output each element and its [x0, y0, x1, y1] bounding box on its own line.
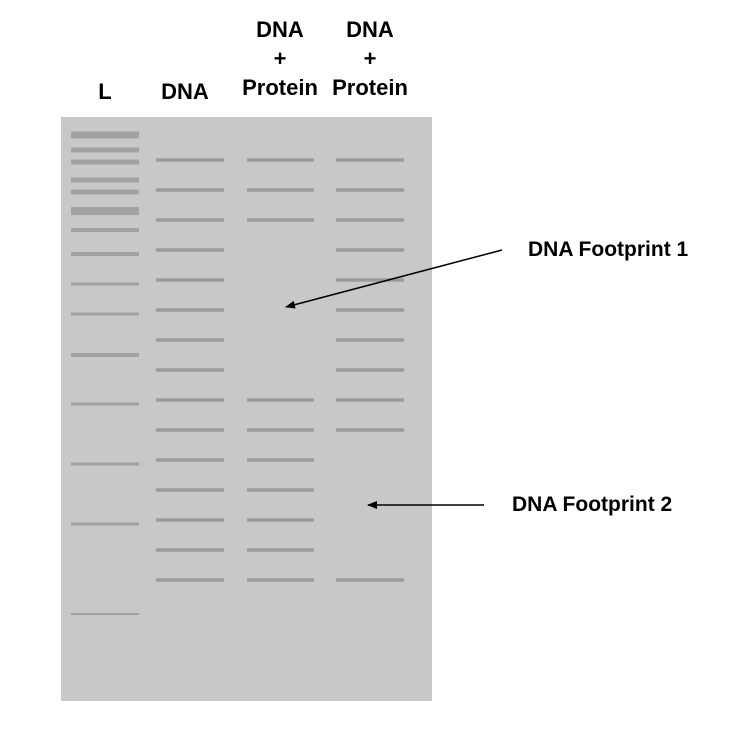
- footprint-1-arrow: [285, 249, 503, 309]
- band-dna-protein-1-13: [247, 518, 314, 522]
- band-dna-protein-2-3: [336, 218, 404, 222]
- band-dna-10: [156, 428, 224, 432]
- band-dna-protein-2-1: [336, 158, 404, 162]
- band-dna-protein-2-15: [336, 578, 404, 582]
- band-dna-protein-1-11: [247, 458, 314, 462]
- lane-label-dna-protein-1-line-1: DNA: [256, 17, 304, 42]
- band-ladder-11: [71, 353, 139, 357]
- lane-label-ladder: L: [88, 77, 122, 106]
- band-dna-protein-2-10: [336, 428, 404, 432]
- band-ladder-14: [71, 522, 139, 526]
- band-dna-7: [156, 338, 224, 342]
- band-dna-protein-1-2: [247, 188, 314, 192]
- band-dna-protein-1-3: [247, 218, 314, 222]
- band-dna-protein-2-8: [336, 368, 404, 372]
- band-ladder-10: [71, 312, 139, 316]
- band-ladder-13: [71, 462, 139, 466]
- band-dna-11: [156, 458, 224, 462]
- band-dna-protein-1-15: [247, 578, 314, 582]
- band-dna-15: [156, 578, 224, 582]
- band-dna-protein-1-1: [247, 158, 314, 162]
- lane-label-dna-protein-1-line-3: Protein: [242, 75, 318, 100]
- band-dna-protein-2-7: [336, 338, 404, 342]
- band-dna-6: [156, 308, 224, 312]
- band-dna-protein-1-9: [247, 398, 314, 402]
- band-ladder-12: [71, 402, 139, 406]
- lane-label-ladder-line-1: L: [98, 79, 112, 104]
- band-ladder-6: [71, 207, 139, 215]
- band-dna-4: [156, 248, 224, 252]
- band-dna-protein-1-10: [247, 428, 314, 432]
- band-ladder-1: [71, 131, 139, 139]
- band-dna-9: [156, 398, 224, 402]
- band-ladder-5: [71, 189, 139, 195]
- band-ladder-7: [71, 228, 139, 232]
- band-dna-protein-1-12: [247, 488, 314, 492]
- band-dna-2: [156, 188, 224, 192]
- band-dna-5: [156, 278, 224, 282]
- lane-label-dna-protein-1-line-2: +: [273, 46, 287, 71]
- lane-label-dna-protein-2: DNA + Protein: [326, 15, 414, 102]
- band-dna-8: [156, 368, 224, 372]
- footprint-1-label: DNA Footprint 1: [528, 238, 689, 261]
- band-ladder-15: [71, 613, 139, 615]
- band-dna-protein-2-2: [336, 188, 404, 192]
- band-dna-protein-1-14: [247, 548, 314, 552]
- band-ladder-2: [71, 147, 139, 153]
- lane-label-dna-protein-2-line-3: Protein: [332, 75, 408, 100]
- lane-label-dna-protein-2-line-1: DNA: [346, 17, 394, 42]
- band-ladder-8: [71, 252, 139, 256]
- band-dna-14: [156, 548, 224, 552]
- band-dna-12: [156, 488, 224, 492]
- band-dna-3: [156, 218, 224, 222]
- lane-label-dna-protein-2-line-2: +: [363, 46, 377, 71]
- band-ladder-9: [71, 282, 139, 286]
- band-dna-protein-2-6: [336, 308, 404, 312]
- band-ladder-4: [71, 177, 139, 183]
- footprint-2-label: DNA Footprint 2: [512, 493, 673, 516]
- lane-label-dna-line-1: DNA: [161, 79, 209, 104]
- band-dna-protein-2-4: [336, 248, 404, 252]
- bands-layer: [71, 131, 404, 615]
- band-dna-protein-2-9: [336, 398, 404, 402]
- band-dna-protein-2-5: [336, 278, 404, 282]
- band-ladder-3: [71, 159, 139, 165]
- band-dna-1: [156, 158, 224, 162]
- lane-label-dna: DNA: [150, 77, 220, 106]
- lane-label-dna-protein-1: DNA + Protein: [236, 15, 324, 102]
- band-dna-13: [156, 518, 224, 522]
